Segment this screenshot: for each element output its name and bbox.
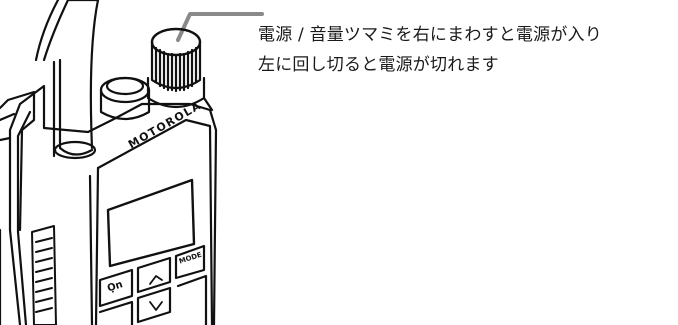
mode-key: [174, 244, 206, 280]
speaker-grille: [31, 225, 57, 325]
callout-text: 電源 / 音量ツマミを右にまわすと電源が入り 左に回し切ると電源が切れます: [258, 20, 674, 80]
up-key: [136, 256, 172, 294]
antenna-icon: [34, 0, 100, 158]
callout-leader-line: [176, 12, 264, 42]
power-key: [98, 268, 134, 308]
display-screen: [106, 178, 196, 268]
radio-body: [0, 84, 218, 325]
keypad: [98, 244, 208, 325]
antenna-base: [53, 76, 151, 160]
callout-line-2: 左に回し切ると電源が切れます: [258, 55, 499, 75]
down-key: [136, 286, 172, 324]
callout-line-1: 電源 / 音量ツマミを右にまわすと電源が入り: [258, 25, 602, 45]
power-volume-knob-icon: [146, 27, 214, 112]
